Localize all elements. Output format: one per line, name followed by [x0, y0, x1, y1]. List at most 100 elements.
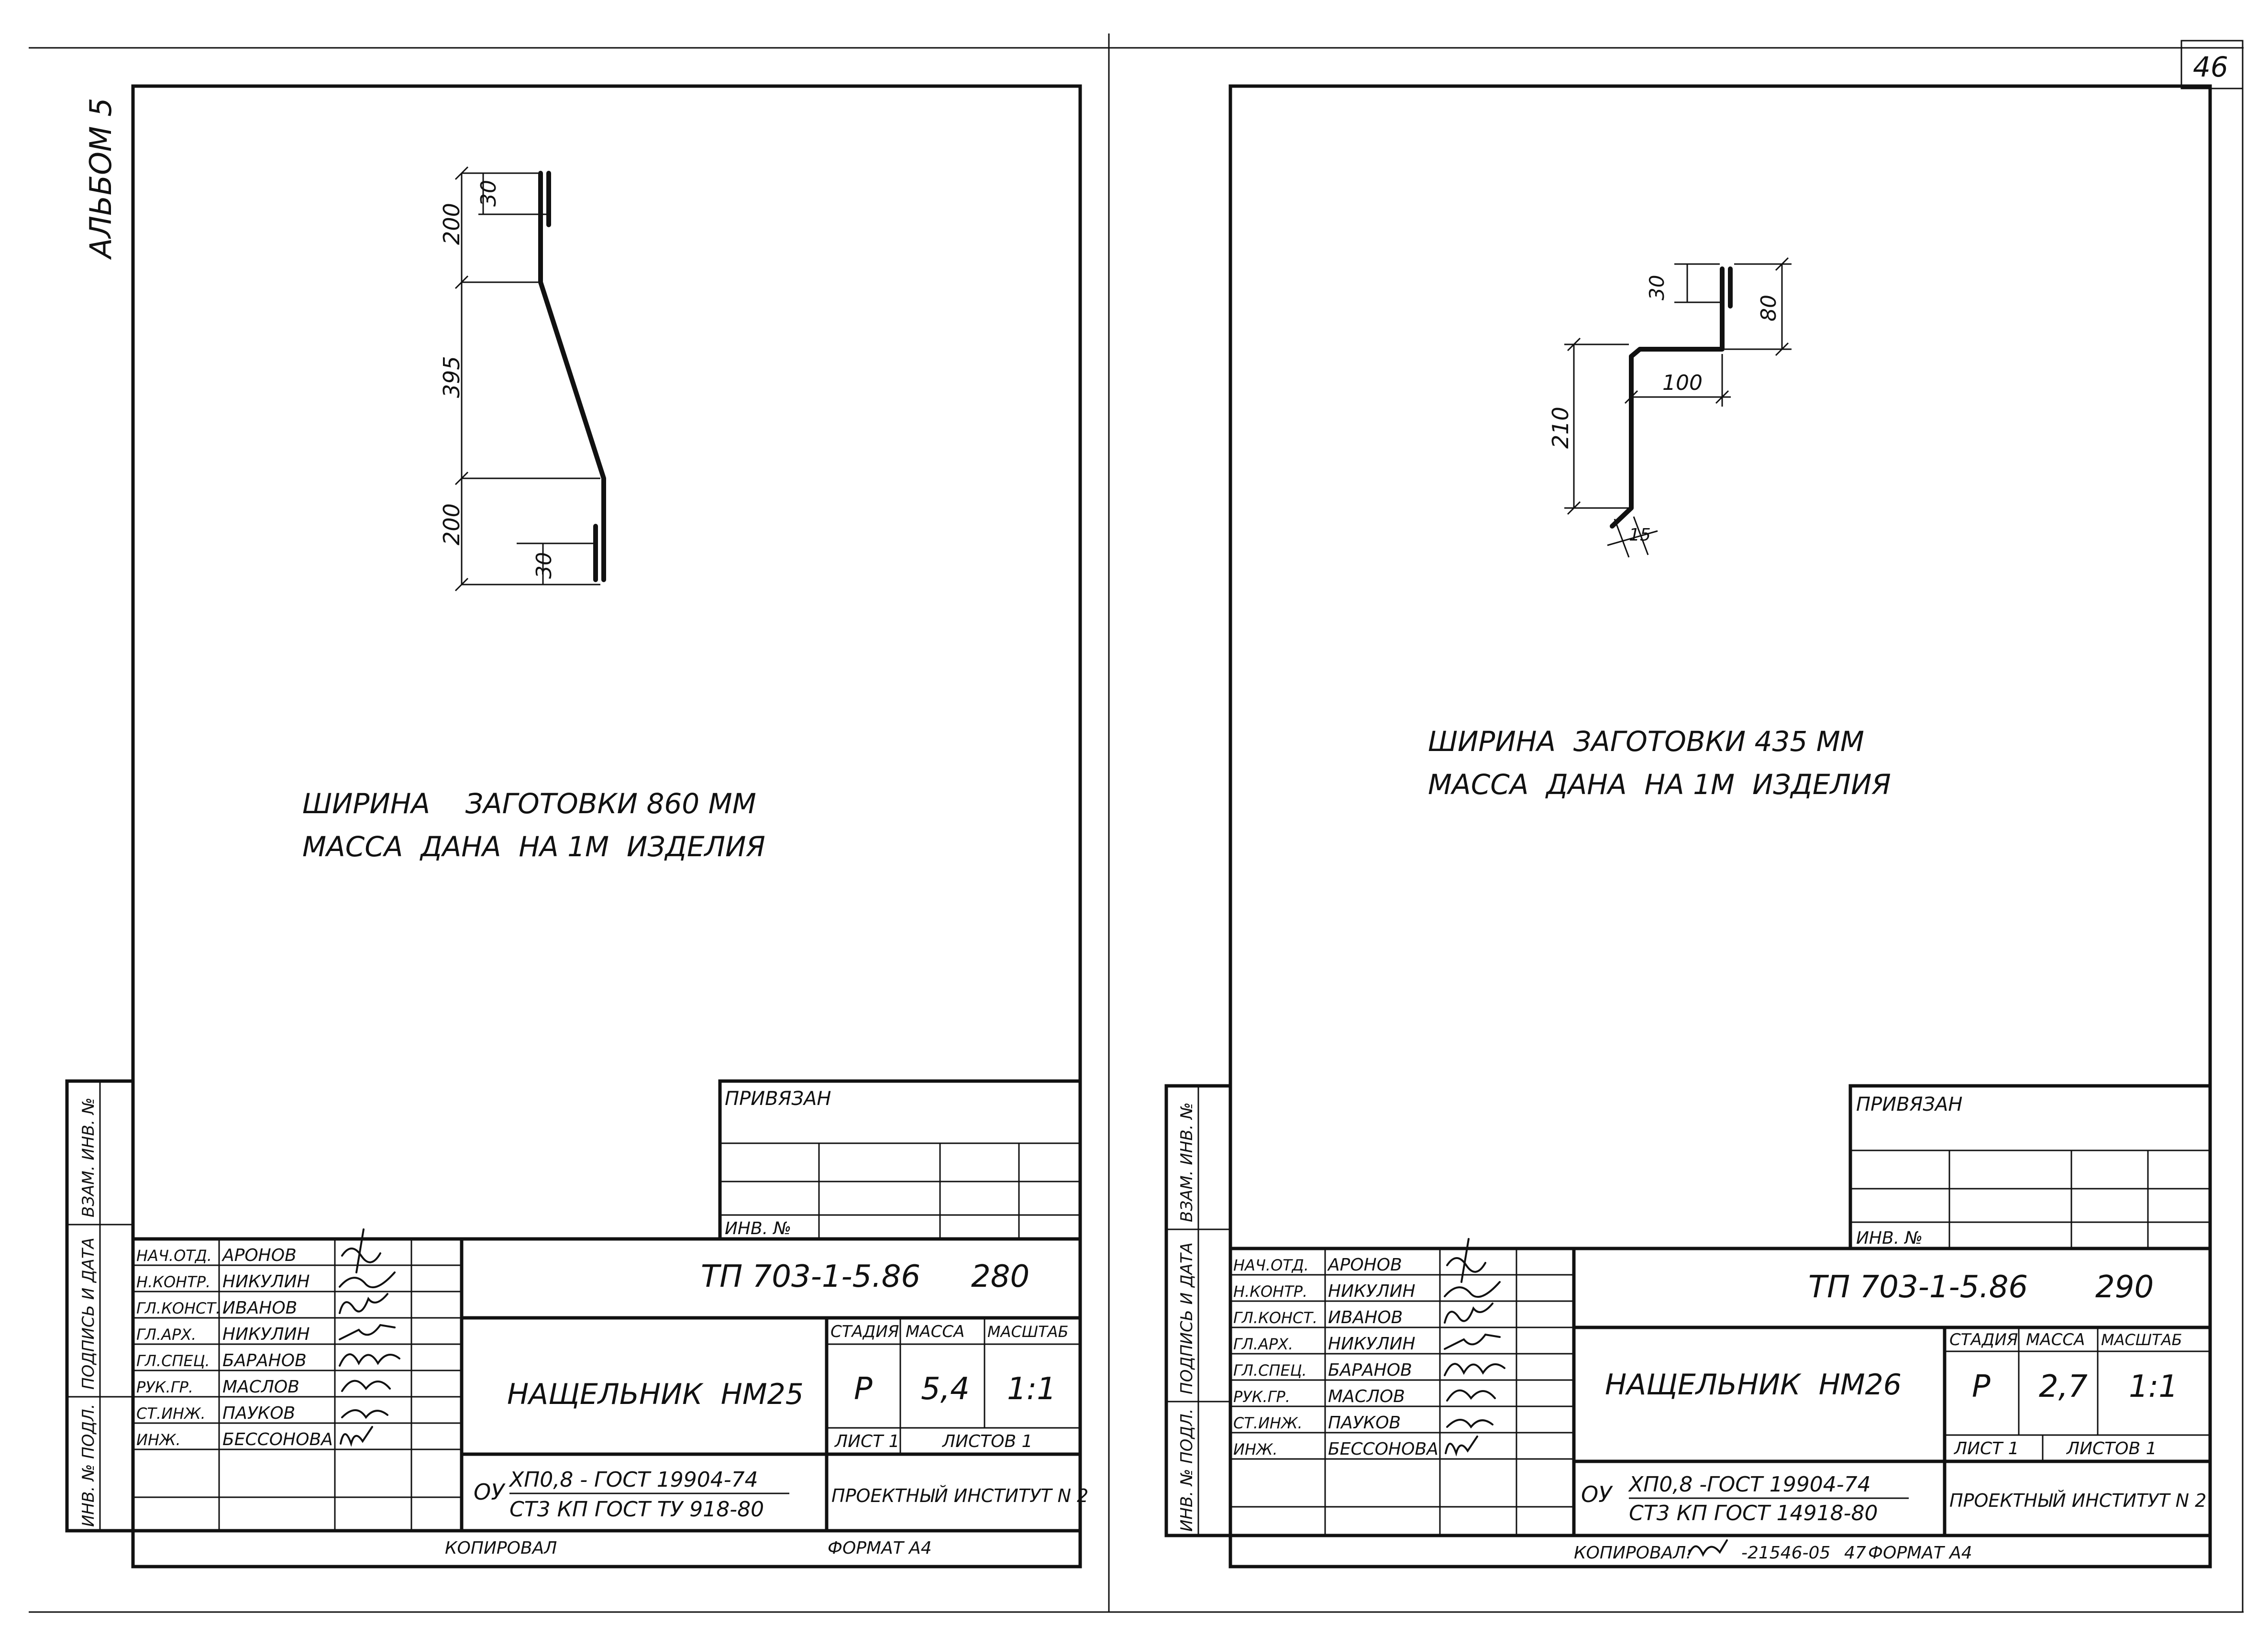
handwritten-signatures: [339, 1228, 400, 1447]
signatory-role: СТ.ИНЖ.: [136, 1404, 206, 1423]
format-label: ФОРМАТ А4: [828, 1538, 932, 1558]
signatory-name: НИКУЛИН: [222, 1272, 310, 1292]
profile-drawing-hm25: 200 30 395 200 30: [439, 166, 606, 592]
signatory-role: ГЛ.АРХ.: [1233, 1335, 1293, 1353]
blank-width-note: ШИРИНА ЗАГОТОВКИ 860 ММ: [302, 787, 756, 820]
signatory-role: НАЧ.ОТД.: [1233, 1256, 1309, 1274]
copied-by-label: КОПИРОВАЛ:: [1574, 1543, 1692, 1563]
binding-block: ПРИВЯЗАН ИНВ. №: [718, 1079, 1082, 1241]
product-title: НАЩЕЛЬНИК НМ26: [1605, 1368, 1902, 1402]
sheets-label: ЛИСТОВ 1: [941, 1432, 1033, 1451]
handwritten-signatures: [1444, 1238, 1505, 1457]
product-title: НАЩЕЛЬНИК НМ25: [507, 1378, 804, 1411]
format-label: ФОРМАТ А4: [1868, 1543, 1972, 1563]
scale-value: 1:1: [2129, 1369, 2178, 1404]
signatory-role: Н.КОНТР.: [136, 1273, 210, 1291]
profile-drawing-hm26: 30 80 100 210 15: [1548, 257, 1792, 558]
dim-200-bottom: 200: [439, 503, 465, 545]
institute-name: ПРОЕКТНЫЙ ИНСТИТУТ N 2: [831, 1485, 1088, 1506]
material-spec-bottom: СТ3 КП ГОСТ ТУ 918-80: [509, 1497, 764, 1522]
signatory-role: ИНЖ.: [1233, 1440, 1278, 1458]
copied-number: 47: [1844, 1543, 1866, 1563]
material-spec-bottom: СТ3 КП ГОСТ 14918-80: [1629, 1501, 1878, 1525]
stage-header: СТАДИЯ: [1949, 1330, 2018, 1349]
sheet-label: ЛИСТ 1: [834, 1432, 899, 1451]
signatory-role: НАЧ.ОТД.: [136, 1247, 212, 1265]
copier-signature: [1688, 1539, 1728, 1557]
stage-header: СТАДИЯ: [830, 1322, 899, 1341]
signatory-name: ИВАНОВ: [222, 1298, 297, 1318]
dim-210: 210: [1548, 407, 1573, 449]
privyazan-label: ПРИВЯЗАН: [1856, 1094, 1962, 1116]
mass-note: МАССА ДАНА НА 1М ИЗДЕЛИЯ: [302, 830, 765, 863]
dim-80: 80: [1757, 295, 1781, 321]
sheet-label: ЛИСТ 1: [1953, 1439, 2019, 1458]
dim-30: 30: [1645, 275, 1669, 300]
signatory-role: ГЛ.КОНСТ.: [1233, 1309, 1317, 1327]
signatory-role: СТ.ИНЖ.: [1233, 1414, 1303, 1432]
mass-value: 2,7: [2039, 1369, 2088, 1404]
dim-15: 15: [1629, 525, 1651, 545]
document-code: ТП 703-1-5.86: [701, 1259, 920, 1294]
signatory-name: ПАУКОВ: [222, 1403, 295, 1423]
material-prefix: ОУ: [1581, 1481, 1613, 1507]
signatory-name: АРОНОВ: [221, 1246, 297, 1265]
sheet-right-frame: [1228, 84, 2212, 1569]
signatory-name: НИКУЛИН: [222, 1325, 310, 1344]
signatory-name: БЕССОНОВА: [1328, 1439, 1438, 1459]
copied-code: -21546-05: [1741, 1543, 1830, 1563]
profile-line: [1610, 266, 1725, 529]
signatory-role: РУК.ГР.: [136, 1378, 193, 1396]
signatory-role: ИНЖ.: [136, 1431, 181, 1449]
signatory-role: ГЛ.СПЕЦ.: [136, 1352, 210, 1370]
dim-100: 100: [1662, 371, 1703, 395]
signatory-name: АРОНОВ: [1327, 1255, 1402, 1275]
sheet-code: 290: [2095, 1270, 2154, 1305]
title-block: ТП 703-1-5.86 290 НАЩЕЛЬНИК НМ26 СТАДИЯ …: [1228, 1238, 2212, 1537]
mass-note: МАССА ДАНА НА 1М ИЗДЕЛИЯ: [1428, 768, 1891, 801]
sheet-left-frame: [131, 84, 1082, 1569]
sheets-label: ЛИСТОВ 1: [2066, 1439, 2157, 1458]
material-prefix: ОУ: [474, 1479, 506, 1505]
mass-header: МАССА: [2026, 1330, 2085, 1349]
side-label: ИНВ. № ПОДЛ.: [1177, 1409, 1196, 1532]
material-spec-top: ХП0,8 -ГОСТ 19904-74: [1628, 1472, 1871, 1497]
institute-name: ПРОЕКТНЫЙ ИНСТИТУТ N 2: [1949, 1490, 2206, 1511]
material-spec-top: ХП0,8 - ГОСТ 19904-74: [509, 1468, 758, 1492]
signatory-name: БЕССОНОВА: [222, 1430, 333, 1449]
side-label: ПОДПИСЬ И ДАТА: [79, 1237, 98, 1390]
signatory-name: МАСЛОВ: [222, 1377, 299, 1397]
mass-header: МАССА: [906, 1322, 964, 1341]
scale-header: МАСШТАБ: [987, 1323, 1068, 1341]
side-label: ПОДПИСЬ И ДАТА: [1177, 1242, 1196, 1394]
signatory-role: ГЛ.АРХ.: [136, 1326, 196, 1344]
stage-value: Р: [1972, 1369, 1991, 1404]
side-label: ВЗАМ. ИНВ. №: [1177, 1102, 1196, 1222]
inv-no-label: ИНВ. №: [1856, 1228, 1923, 1248]
signatory-role: ГЛ.КОНСТ.: [136, 1299, 221, 1317]
signatory-role: РУК.ГР.: [1233, 1388, 1290, 1406]
dim-30-top: 30: [476, 180, 501, 207]
copied-by-label: КОПИРОВАЛ: [445, 1538, 557, 1558]
signatory-name: НИКУЛИН: [1328, 1334, 1416, 1354]
side-strip-left: ИНВ. № ПОДЛ. ПОДПИСЬ И ДАТА ВЗАМ. ИНВ. №: [65, 1079, 135, 1533]
sheet-code: 280: [971, 1259, 1029, 1294]
dim-30-bottom: 30: [532, 552, 556, 579]
page-number: 46: [2193, 51, 2228, 83]
scale-header: МАСШТАБ: [2101, 1331, 2182, 1349]
dim-395: 395: [439, 356, 465, 398]
sheet-right: ИНВ. № ПОДЛ. ПОДПИСЬ И ДАТА ВЗАМ. ИНВ. №: [1164, 84, 2212, 1569]
inv-no-label: ИНВ. №: [725, 1219, 791, 1238]
profile-line: [538, 171, 606, 582]
signatory-name: БАРАНОВ: [222, 1351, 307, 1370]
side-strip-right: ИНВ. № ПОДЛ. ПОДПИСЬ И ДАТА ВЗАМ. ИНВ. №: [1164, 1084, 1232, 1537]
signatory-name: ПАУКОВ: [1328, 1413, 1401, 1433]
album-label: АЛЬБОМ 5: [83, 98, 118, 260]
document-code: ТП 703-1-5.86: [1808, 1270, 2028, 1305]
signatory-name: БАРАНОВ: [1328, 1360, 1412, 1380]
sheet-left: ИНВ. № ПОДЛ. ПОДПИСЬ И ДАТА ВЗАМ. ИНВ. №…: [65, 84, 1088, 1569]
page-number-box: [2180, 40, 2244, 89]
signatory-role: ГЛ.СПЕЦ.: [1233, 1361, 1307, 1380]
binding-block: ПРИВЯЗАН ИНВ. №: [1848, 1084, 2212, 1250]
